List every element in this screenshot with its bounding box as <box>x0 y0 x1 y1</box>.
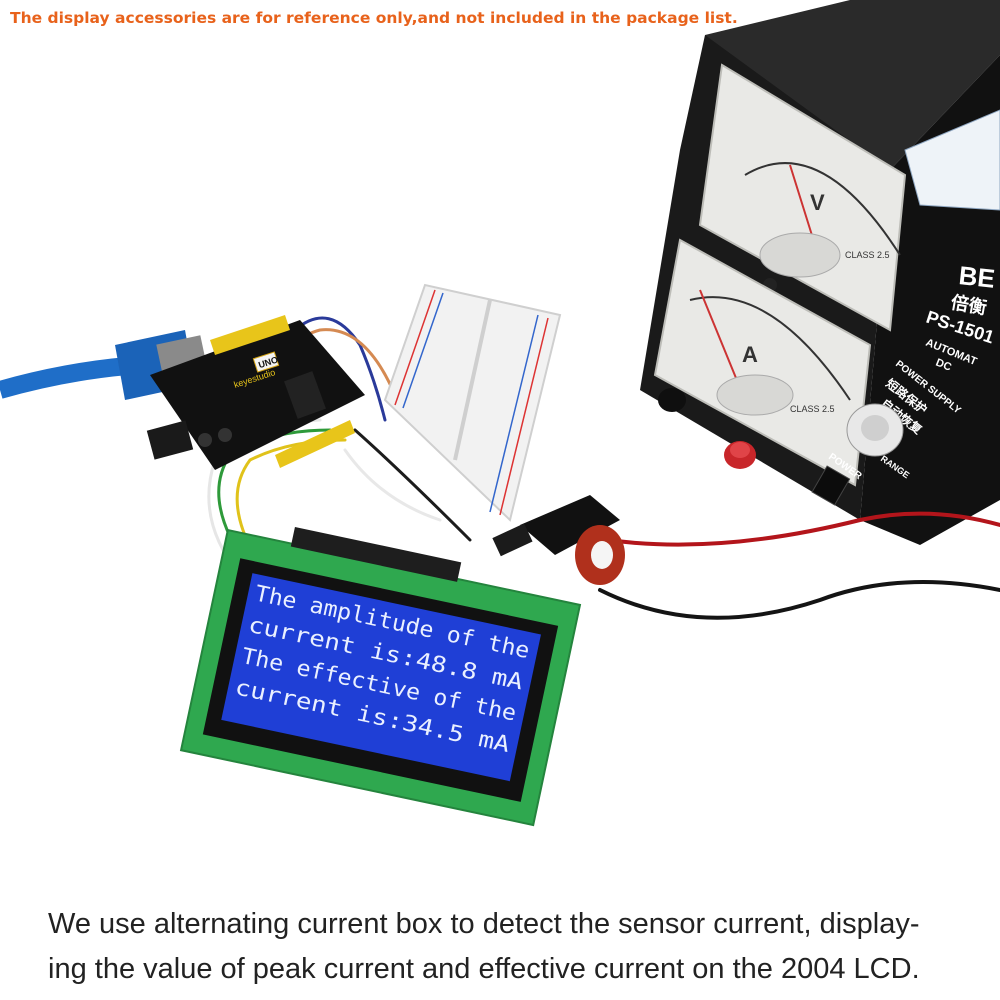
supply-dc: DC <box>934 357 953 374</box>
caption: We use alternating current box to detect… <box>48 902 968 992</box>
voltmeter-class: CLASS 2.5 <box>845 250 890 260</box>
power-supply: V CLASS 2.5 A CLASS 2.5 BE 倍衡 PS-1501 AU… <box>640 0 1000 545</box>
voltmeter-unit: V <box>810 190 825 215</box>
ammeter-class: CLASS 2.5 <box>790 404 835 414</box>
ammeter-unit: A <box>742 342 758 367</box>
supply-brand: BE <box>957 260 996 294</box>
caption-line-2: ing the value of peak current and effect… <box>48 953 920 985</box>
breadboard <box>383 283 562 522</box>
lcd-module: The amplitude of the current is:48.8 mA … <box>179 526 582 827</box>
reference-notice: The display accessories are for referenc… <box>10 9 738 27</box>
arduino-board: UNO keyestudio <box>146 315 365 470</box>
current-sensor <box>492 495 625 585</box>
caption-line-1: We use alternating current box to detect… <box>48 908 920 940</box>
